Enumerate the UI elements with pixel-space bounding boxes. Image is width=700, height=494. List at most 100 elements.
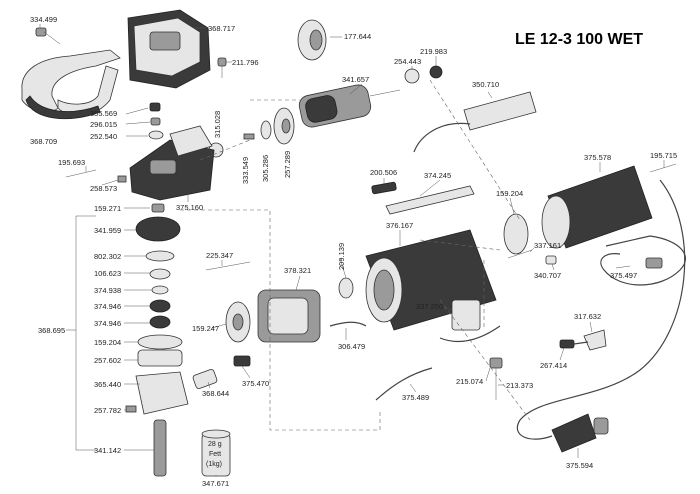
bearing-254443 bbox=[404, 68, 420, 84]
clip-267414 bbox=[559, 339, 575, 349]
pcb-350710 bbox=[463, 91, 537, 131]
part-355569 bbox=[149, 102, 161, 112]
label-368709: 368.709 bbox=[30, 137, 57, 146]
label-375594: 375.594 bbox=[566, 461, 593, 470]
bushing-209139 bbox=[338, 277, 354, 299]
motor-cover-375578 bbox=[541, 165, 653, 249]
brush-holder-375470 bbox=[233, 355, 251, 367]
spindle-341142 bbox=[153, 419, 167, 477]
hose-fitting-375497 bbox=[645, 257, 663, 269]
label-337250: 337.250 bbox=[416, 302, 443, 311]
ring-802302 bbox=[145, 250, 175, 262]
plate-257602 bbox=[137, 349, 183, 367]
label-375489: 375.489 bbox=[402, 393, 429, 402]
label-368644: 368.644 bbox=[202, 389, 229, 398]
label-317632: 317.632 bbox=[574, 312, 601, 321]
clip-wire bbox=[573, 341, 589, 345]
gear-housing-375160 bbox=[129, 125, 215, 201]
label-159204a: 159.204 bbox=[496, 189, 523, 198]
grease-tub-347671: 28 g Fett (1kg) bbox=[201, 429, 231, 477]
screw-334499 bbox=[35, 27, 61, 45]
wire-375489 bbox=[375, 367, 433, 401]
wire-306479 bbox=[329, 321, 367, 327]
label-267414: 267.414 bbox=[540, 361, 567, 370]
label-200506: 200.506 bbox=[370, 168, 397, 177]
clip-317632 bbox=[583, 329, 607, 351]
screw-195715 bbox=[649, 163, 677, 173]
label-375160: 375.160 bbox=[176, 203, 203, 212]
connector-340707 bbox=[545, 255, 557, 265]
housing-365440 bbox=[135, 371, 189, 415]
assembly-line-4 bbox=[199, 139, 251, 161]
label-257289: 257.289 bbox=[283, 151, 292, 178]
label-378321: 378.321 bbox=[284, 266, 311, 275]
label-347671: 347.671 bbox=[202, 479, 229, 488]
label-350710: 350.710 bbox=[472, 80, 499, 89]
cord-375594 bbox=[517, 179, 686, 440]
pcb-wire bbox=[413, 122, 471, 153]
label-209139: 209.139 bbox=[337, 243, 346, 270]
label-374245: 374.245 bbox=[424, 171, 451, 180]
fan-177644 bbox=[297, 19, 327, 61]
ring-252540 bbox=[148, 130, 164, 140]
label-341959: 341.959 bbox=[94, 226, 121, 235]
label-211796: 211.796 bbox=[232, 58, 259, 67]
part-215074 bbox=[489, 357, 503, 369]
gear-341959 bbox=[135, 216, 181, 242]
label-333549: 333.549 bbox=[241, 157, 250, 184]
label-368717: 368.717 bbox=[208, 24, 235, 33]
diagram-title: LE 12-3 100 WET bbox=[515, 31, 643, 48]
oring-159204 bbox=[137, 334, 183, 350]
label-106623: 106.623 bbox=[94, 269, 121, 278]
screw-225347 bbox=[205, 261, 251, 271]
module-337250 bbox=[451, 299, 481, 331]
label-374946b: 374.946 bbox=[94, 319, 121, 328]
label-159204b: 159.204 bbox=[94, 338, 121, 347]
brush-368644 bbox=[192, 369, 218, 389]
label-337161: 337.161 bbox=[534, 241, 561, 250]
armature-341657 bbox=[298, 84, 401, 128]
bearing-374946b bbox=[149, 315, 171, 329]
label-355569: 355.569 bbox=[90, 109, 117, 118]
cover-368717 bbox=[127, 9, 211, 89]
part-296015 bbox=[150, 117, 161, 126]
label-368695: 368.695 bbox=[38, 326, 65, 335]
bearing-374946a bbox=[149, 299, 171, 313]
label-375470: 375.470 bbox=[242, 379, 269, 388]
screw-333549 bbox=[243, 133, 255, 140]
label-365440: 365.440 bbox=[94, 380, 121, 389]
label-252540: 252.540 bbox=[90, 132, 117, 141]
label-257782: 257.782 bbox=[94, 406, 121, 415]
label-195715: 195.715 bbox=[650, 151, 677, 160]
label-341657: 341.657 bbox=[342, 75, 369, 84]
part-258573 bbox=[117, 175, 127, 183]
label-341142: 341.142 bbox=[94, 446, 121, 455]
screw-211796 bbox=[217, 57, 227, 78]
label-334499: 334.499 bbox=[30, 15, 57, 24]
label-195693: 195.693 bbox=[58, 158, 85, 167]
label-375497: 375.497 bbox=[610, 271, 637, 280]
label-258573: 258.573 bbox=[90, 184, 117, 193]
label-375578: 375.578 bbox=[584, 153, 611, 162]
label-159271: 159.271 bbox=[94, 204, 121, 213]
label-376167: 376.167 bbox=[386, 221, 413, 230]
plug-375594 bbox=[551, 413, 609, 453]
bearing-219983 bbox=[429, 65, 443, 79]
ring-374938 bbox=[151, 285, 169, 295]
label-306479: 306.479 bbox=[338, 342, 365, 351]
leader-lines bbox=[39, 24, 665, 477]
grease-label-line1: 28 g bbox=[208, 441, 222, 448]
ring-106623 bbox=[149, 268, 171, 280]
label-340707: 340.707 bbox=[534, 271, 561, 280]
screw-337161 bbox=[507, 249, 533, 259]
label-219983: 219.983 bbox=[420, 47, 447, 56]
label-225347: 225.347 bbox=[206, 251, 233, 260]
label-177644: 177.644 bbox=[344, 32, 371, 41]
stator-378321 bbox=[257, 289, 321, 343]
grease-label-line2: Fett bbox=[209, 451, 221, 458]
grease-label-line3: (1kg) bbox=[206, 461, 222, 468]
label-296015: 296.015 bbox=[90, 120, 117, 129]
label-215074: 215.074 bbox=[456, 377, 483, 386]
disc-159247-hole bbox=[232, 313, 244, 331]
assembly-line-6 bbox=[439, 299, 531, 421]
